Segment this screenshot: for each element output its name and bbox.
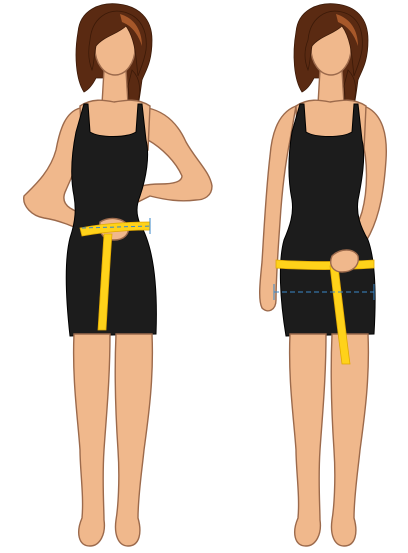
left-leg — [290, 334, 326, 546]
left-leg — [74, 334, 110, 546]
right-leg — [115, 334, 152, 546]
waist-measurement-figure — [24, 4, 212, 546]
hip-measurement-figure — [260, 4, 387, 546]
hip-tape-icon — [276, 260, 374, 270]
right-leg — [331, 334, 368, 546]
hip-hand — [331, 250, 359, 272]
